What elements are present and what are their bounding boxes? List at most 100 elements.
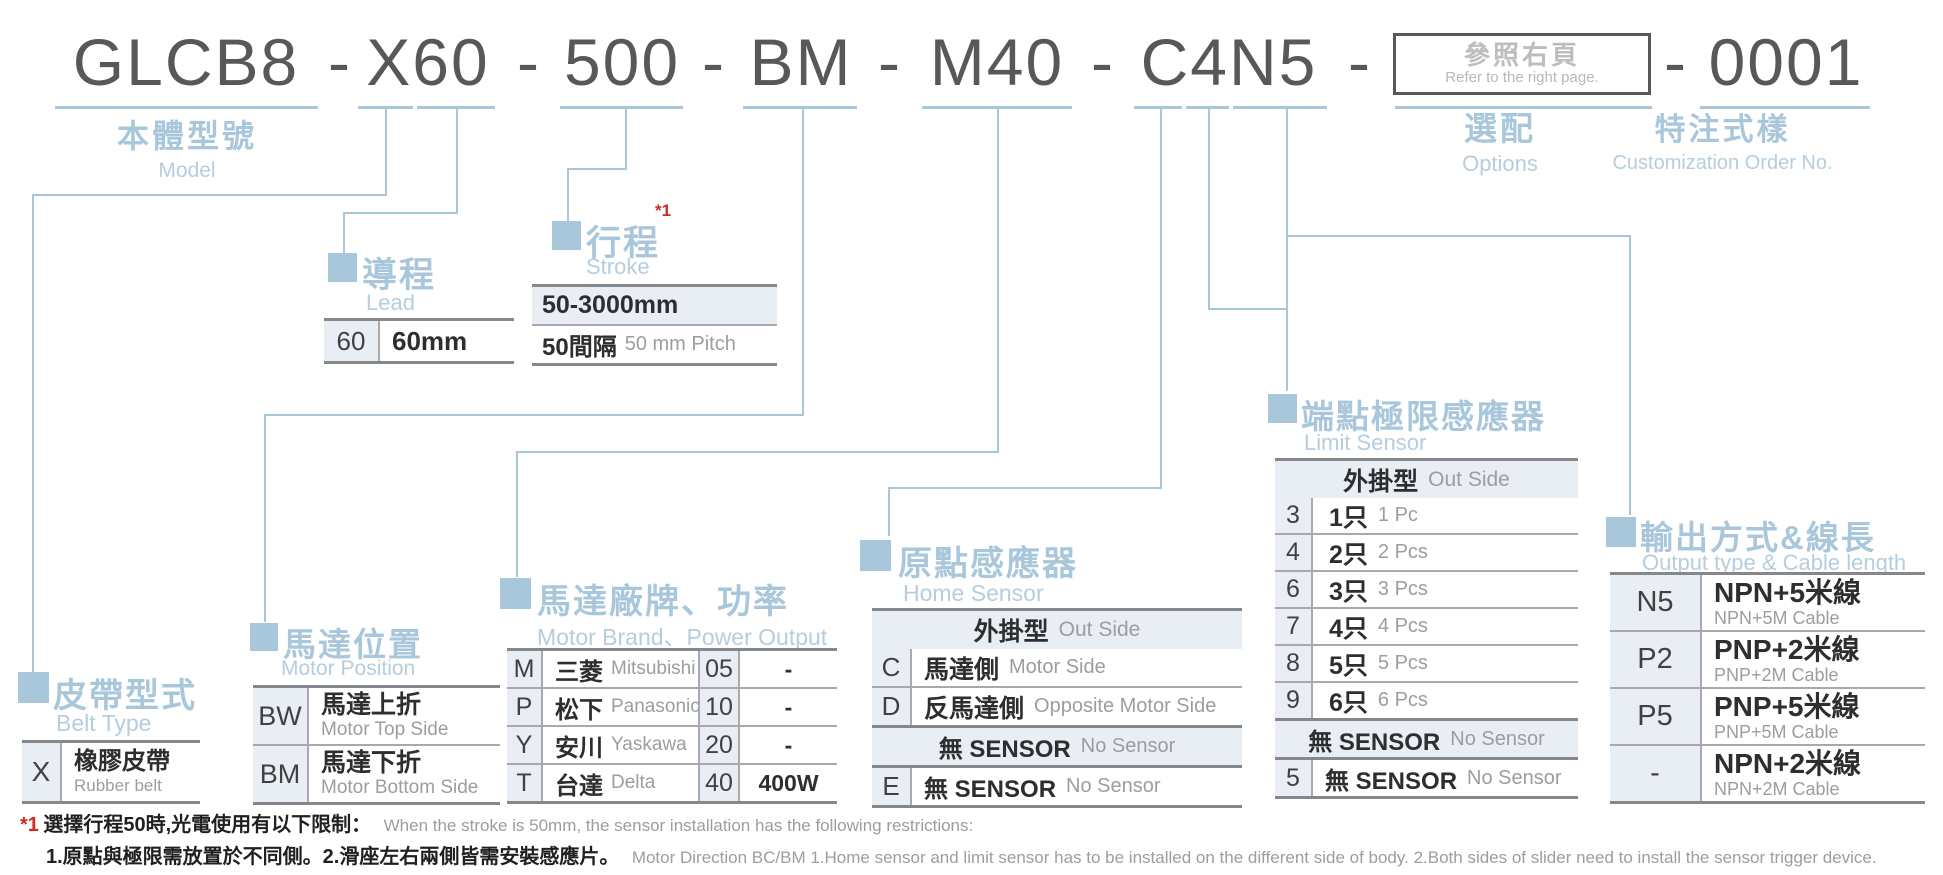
output-en: NPN+2M Cable [1714,779,1840,800]
motor-brand-code: Y [507,727,543,763]
motor-position-zh: 馬達下折 [321,749,422,778]
table-row: E 無 SENSOR No Sensor [872,765,1242,805]
motor-position-code: BM [253,746,309,802]
footnote-ref: *1 [20,814,39,836]
output-en: PNP+5M Cable [1714,722,1839,743]
limit-sensor-zh: 2只 [1329,540,1368,569]
motor-brand-en: Yaskawa [611,734,687,755]
options-label-zh: 選配 [1464,110,1536,147]
power-value: - [784,693,793,720]
section-bullet [1268,394,1297,423]
model-label-en: Model [158,159,216,182]
motor-brand-table: M 三菱 Mitsubishi 05 - P 松下 Panasonic 10 -… [507,648,837,804]
limit-sensor-en: 2 Pcs [1377,541,1428,563]
connector-line [888,487,890,536]
connector-line [625,106,627,168]
section-bullet [552,221,581,250]
table-row: N5 NPN+5米線 NPN+5M Cable [1610,575,1925,630]
connector-line [456,106,458,212]
footnote-line1-zh: 選擇行程50時,光電使用有以下限制： [43,814,372,836]
stroke-pitch-row: 50間隔 50 mm Pitch [532,324,777,363]
options-label-en: Options [1462,151,1538,176]
no-sensor-subheader: 無 SENSOR No Sensor [872,725,1242,765]
belt-title-zh: 皮帶型式 [53,677,197,715]
motor-brand-zh: 安川 [555,734,603,762]
customization-label-en: Customization Order No. [1612,152,1833,174]
belt-table: X 橡膠皮帶 Rubber belt [22,740,200,804]
stroke-title-zh: 行程 [586,224,661,263]
power-code: 10 [698,689,740,725]
underline-home-sensor [1134,106,1182,109]
connector-line [997,106,999,451]
home-sensor-code: E [872,768,912,805]
motor-brand-code: T [507,765,543,801]
table-header: 外掛型 Out Side [872,611,1242,649]
underline-output [1233,106,1327,109]
home-sensor-en: Opposite Motor Side [1034,695,1217,717]
limit-sensor-zh: 無 SENSOR [1325,767,1458,795]
no-sensor-en: No Sensor [1080,735,1176,757]
table-header: 外掛型 Out Side [1275,461,1578,498]
power-value: 400W [758,769,819,796]
footnote-line1-en: When the stroke is 50mm, the sensor inst… [383,816,974,835]
header-en: Out Side [1428,467,1510,491]
dash-separator: - [517,25,541,99]
table-row: Y 安川 Yaskawa 20 - [507,725,837,763]
power-code: 20 [698,727,740,763]
options-label: 選配 Options [1400,112,1600,175]
connector-line [516,451,999,453]
section-bullet [1606,517,1636,547]
power-value: - [784,731,793,758]
stroke-title-en: Stroke [586,254,650,279]
table-row: 9 6只 6 Pcs [1275,681,1578,718]
motor-brand-zh: 台達 [555,772,603,800]
model-code-stroke: 500 [563,25,681,99]
underline-model [55,106,318,109]
model-code-body: GLCB8 [72,25,300,99]
options-box-en: Refer to the right page. [1445,68,1599,86]
limit-sensor-table: 外掛型 Out Side 3 1只 1 Pc 4 2只 2 Pcs 6 3只 3… [1275,458,1578,799]
no-sensor-en: No Sensor [1450,727,1545,750]
underline-serial [1700,106,1870,109]
table-row: M 三菱 Mitsubishi 05 - [507,651,837,687]
limit-sensor-en: 1 Pc [1377,504,1418,526]
limit-sensor-code: 5 [1275,760,1313,796]
options-box: 參照右頁 Refer to the right page. [1393,33,1651,95]
underline-stroke [560,106,683,109]
footnote-line2-en: Motor Direction BC/BM 1.Home sensor and … [631,848,1877,867]
table-row: 3 1只 1 Pc [1275,498,1578,533]
output-title-en: Output type & Cable length [1642,550,1907,575]
underline-limit-sensor [1186,106,1229,109]
no-sensor-zh: 無 SENSOR [1308,728,1441,756]
connector-line [264,414,804,416]
connector-line [516,451,518,577]
limit-sensor-code: 6 [1275,572,1313,607]
footnote-line-1: *1 選擇行程50時,光電使用有以下限制： When the stroke is… [20,808,973,837]
header-zh: 外掛型 [973,618,1049,646]
limit-sensor-en: 3 Pcs [1377,578,1428,600]
stroke-pitch-zh: 50間隔 [542,334,617,361]
limit-sensor-code: 7 [1275,609,1313,644]
table-row: X 橡膠皮帶 Rubber belt [22,743,200,801]
table-row: P 松下 Panasonic 10 - [507,687,837,725]
table-row: P2 PNP+2米線 PNP+2M Cable [1610,630,1925,687]
limit-sensor-zh: 5只 [1329,651,1368,680]
stroke-footnote-ref: *1 [655,201,672,220]
customization-label: 特注式樣 Customization Order No. [1585,114,1860,173]
connector-line [1208,106,1210,310]
belt-title-en: Belt Type [56,710,152,736]
connector-line [32,194,34,676]
connector-line [1286,235,1631,237]
motor-brand-title-en: Motor Brand、Power Output [537,624,828,650]
belt-desc-en: Rubber belt [74,775,162,795]
model-code-motor-position: BM [749,25,853,99]
power-code: 05 [698,651,740,687]
home-sensor-zh: 反馬達側 [924,694,1025,723]
dash-separator: - [1091,25,1115,99]
power-code: 40 [698,765,740,801]
limit-sensor-code: 8 [1275,646,1313,681]
connector-line [567,168,627,170]
connector-line [888,487,1162,489]
section-bullet [860,540,891,571]
